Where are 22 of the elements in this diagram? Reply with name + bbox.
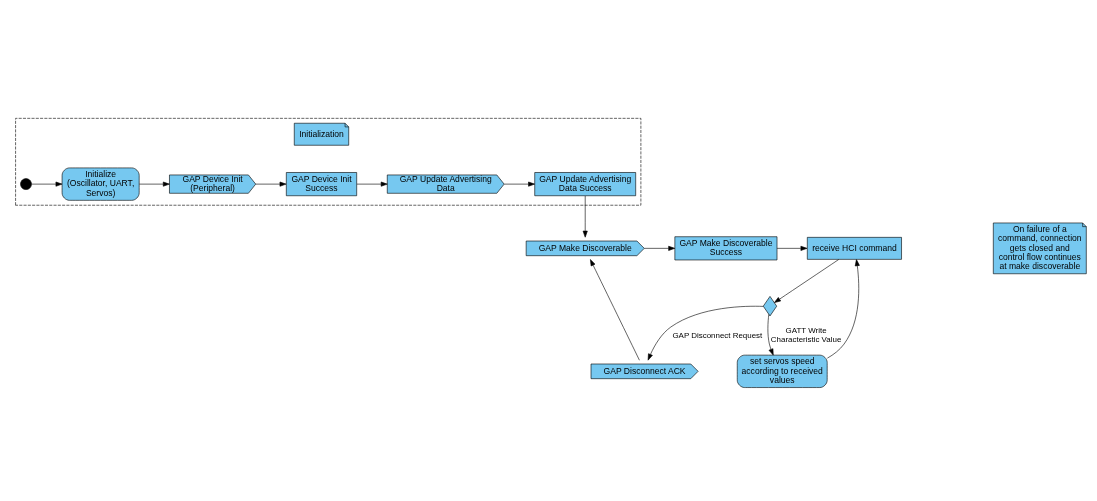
node-box: receive HCI command bbox=[807, 237, 902, 260]
arrow bbox=[767, 314, 774, 356]
node-diamond bbox=[762, 296, 778, 317]
node-circle bbox=[20, 178, 32, 190]
arrow bbox=[647, 305, 764, 361]
arrow bbox=[504, 181, 535, 187]
arrow bbox=[644, 245, 676, 251]
arrow bbox=[774, 259, 840, 303]
arrow bbox=[582, 195, 588, 238]
arrow bbox=[255, 181, 287, 187]
arrow bbox=[827, 259, 860, 359]
node-box: GAP Make Discoverable Success bbox=[674, 236, 778, 261]
arrow bbox=[139, 181, 170, 187]
cluster bbox=[15, 118, 642, 206]
arrow bbox=[356, 181, 388, 187]
node-box: set servos speed according to received values bbox=[736, 354, 828, 388]
arrow bbox=[590, 259, 640, 361]
node-box: GAP Update Advertising Data Success bbox=[534, 172, 636, 197]
arrow bbox=[776, 245, 808, 251]
node-box: GAP Device Init Success bbox=[286, 172, 357, 197]
arrow bbox=[31, 181, 63, 187]
node-box: Initialize (Oscillator, UART, Servos) bbox=[61, 167, 140, 201]
